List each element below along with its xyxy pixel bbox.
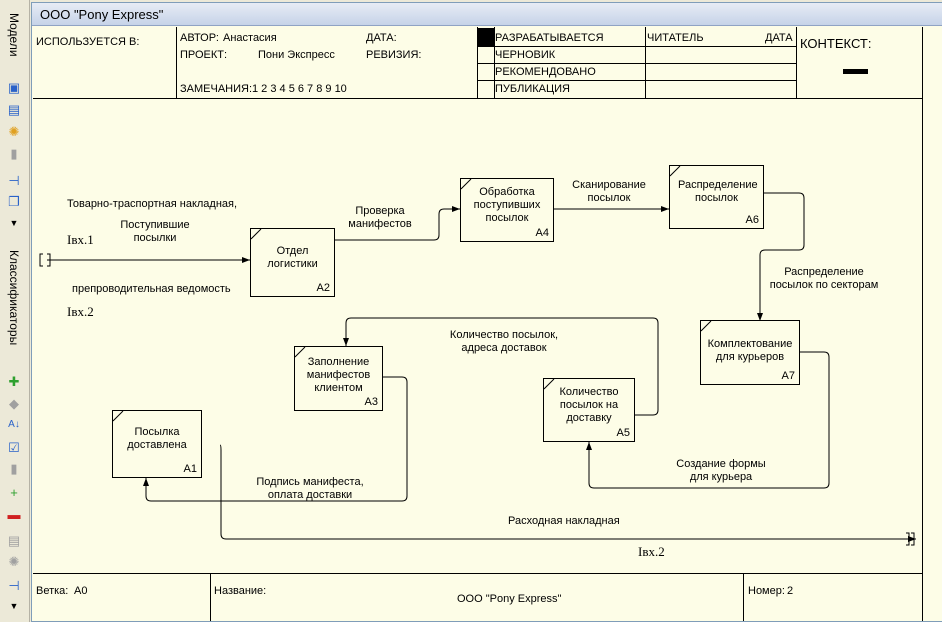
box-a4-title: Обработка поступивших посылок (473, 186, 541, 224)
box-a4-number: A4 (535, 227, 549, 239)
reader-label: ЧИТАТЕЛЬ (647, 32, 704, 44)
box-a2-number: A2 (316, 282, 330, 294)
edit-icon[interactable]: ◆ (9, 396, 19, 411)
models-tab[interactable]: Модели (7, 13, 21, 57)
name-label: Название: (214, 585, 267, 597)
left-toolbar: Модели ▣ ▤ ✺ ▮ ⊣ ❐ ▼ Классификаторы ✚ ◆ … (0, 0, 30, 622)
diagram-window: ООО "Pony Express" ИСПОЛЬЗУЕТСЯ В: АВТОР… (31, 2, 942, 622)
trash-icon[interactable]: ▮ (10, 146, 18, 161)
box-a2[interactable]: Отдел логистики A2 (250, 228, 335, 297)
arrow-a6-a7 (757, 192, 805, 321)
revision-label: РЕВИЗИЯ: (366, 49, 422, 61)
arrow-a2-a4 (334, 206, 460, 241)
classifiers-tab[interactable]: Классификаторы (7, 250, 21, 346)
reader-date-label: ДАТА (765, 32, 793, 44)
box-a5-number: A5 (616, 427, 630, 439)
box-a1-number: A1 (183, 463, 197, 475)
pin-icon-2[interactable]: ⊣ (8, 578, 20, 593)
minus-icon[interactable]: ▬ (7, 507, 21, 522)
node-label: Ветка: (36, 585, 69, 597)
window-title: ООО "Pony Express" (40, 7, 164, 22)
number-label: Номер: (748, 585, 785, 597)
label-incoming: Поступившие посылки (120, 219, 190, 244)
open-model-icon[interactable]: ▣ (7, 80, 21, 95)
number-value: 2 (787, 585, 794, 597)
window-titlebar[interactable]: ООО "Pony Express" (32, 3, 942, 26)
settings-grey-icon[interactable]: ✺ (8, 554, 20, 569)
label-scanning: Сканирование посылок (572, 179, 646, 204)
arrows-layer (39, 192, 916, 546)
notes-numbers: 1 2 3 4 5 6 7 8 9 10 (252, 83, 347, 95)
label-waybill: Товарно-траспортная накладная, (67, 198, 238, 210)
label-count-addresses: Количество посылок, адреса доставок (449, 329, 559, 354)
gear-icon[interactable]: ✺ (8, 124, 20, 139)
arrow-a5-a3 (343, 317, 659, 416)
author-value: Анастасия (223, 32, 277, 44)
chevron-down-icon-2[interactable]: ▼ (9, 601, 19, 611)
arrow-a7-a5 (586, 351, 830, 489)
status-marker (478, 28, 494, 46)
sort-icon[interactable]: A↓ (8, 419, 20, 430)
plus-icon[interactable]: + (10, 485, 18, 500)
box-a3-number: A3 (364, 396, 378, 408)
box-a5[interactable]: Количество посылок на доставку A5 (543, 378, 635, 442)
folder-grey-icon[interactable]: ▤ (7, 533, 21, 548)
name-value: ООО "Pony Express" (457, 593, 562, 605)
checklist-icon[interactable]: ☑ (8, 440, 20, 455)
context-label: КОНТЕКСТ: (800, 36, 872, 51)
box-a6-title: Распределение посылок (678, 179, 758, 204)
date-label: ДАТА: (366, 32, 397, 44)
project-value: Пони Экспресс (258, 49, 335, 61)
add-group-icon[interactable]: ✚ (8, 374, 20, 389)
label-ibx1: Iвх.1 (67, 232, 94, 247)
context-marker (843, 69, 868, 74)
author-label: АВТОР: (180, 32, 219, 44)
box-a7[interactable]: Комплектование для курьеров A7 (700, 320, 800, 385)
idef0-frame (33, 27, 923, 621)
project-label: ПРОЕКТ: (180, 49, 228, 61)
box-a3[interactable]: Заполнение манифестов клиентом A3 (294, 346, 383, 411)
arrow-a3-a1 (143, 376, 408, 502)
label-expense-invoice: Расходная накладная (508, 515, 620, 527)
status-draft: ЧЕРНОВИК (495, 49, 556, 61)
box-a5-title: Количество посылок на доставку (559, 386, 619, 424)
chevron-down-icon[interactable]: ▼ (9, 218, 19, 228)
delete-icon[interactable]: ▮ (10, 461, 18, 476)
box-a6-number: A6 (745, 214, 759, 226)
window-icon[interactable]: ❐ (8, 194, 20, 209)
box-a6[interactable]: Распределение посылок A6 (669, 165, 764, 229)
node-value: А0 (74, 585, 88, 597)
label-check-manifests: Проверка манифестов (348, 205, 412, 230)
label-ibx2-right: Iвх.2 (638, 544, 665, 559)
status-recommended: РЕКОМЕНДОВАНО (495, 66, 596, 78)
box-a7-title: Комплектование для курьеров (707, 338, 793, 363)
used-in-label: ИСПОЛЬЗУЕТСЯ В: (36, 36, 140, 48)
box-a4[interactable]: Обработка поступивших посылок A4 (460, 178, 554, 242)
arrow-a1-output (219, 444, 916, 542)
status-publication: ПУБЛИКАЦИЯ (495, 83, 570, 95)
notes-label: ЗАМЕЧАНИЯ: (180, 83, 252, 95)
label-ibx2-left: Iвх.2 (67, 304, 94, 319)
box-a1[interactable]: Посылка доставлена A1 (112, 410, 202, 478)
status-working: РАЗРАБАТЫВАЕТСЯ (495, 32, 604, 44)
label-cover-sheet: препроводительная ведомость (72, 283, 231, 295)
pin-icon[interactable]: ⊣ (8, 173, 20, 188)
label-sign-manifest: Подпись манифеста, оплата доставки (256, 476, 364, 501)
label-courier-form: Создание формы для курьера (676, 458, 766, 483)
box-a3-title: Заполнение манифестов клиентом (306, 356, 371, 394)
folder-icon[interactable]: ▤ (7, 102, 21, 117)
box-a1-title: Посылка доставлена (127, 426, 187, 451)
box-a2-title: Отдел логистики (267, 245, 318, 270)
label-sector-distribution: Распределение посылок по секторам (769, 266, 879, 291)
box-a7-number: A7 (781, 370, 795, 382)
